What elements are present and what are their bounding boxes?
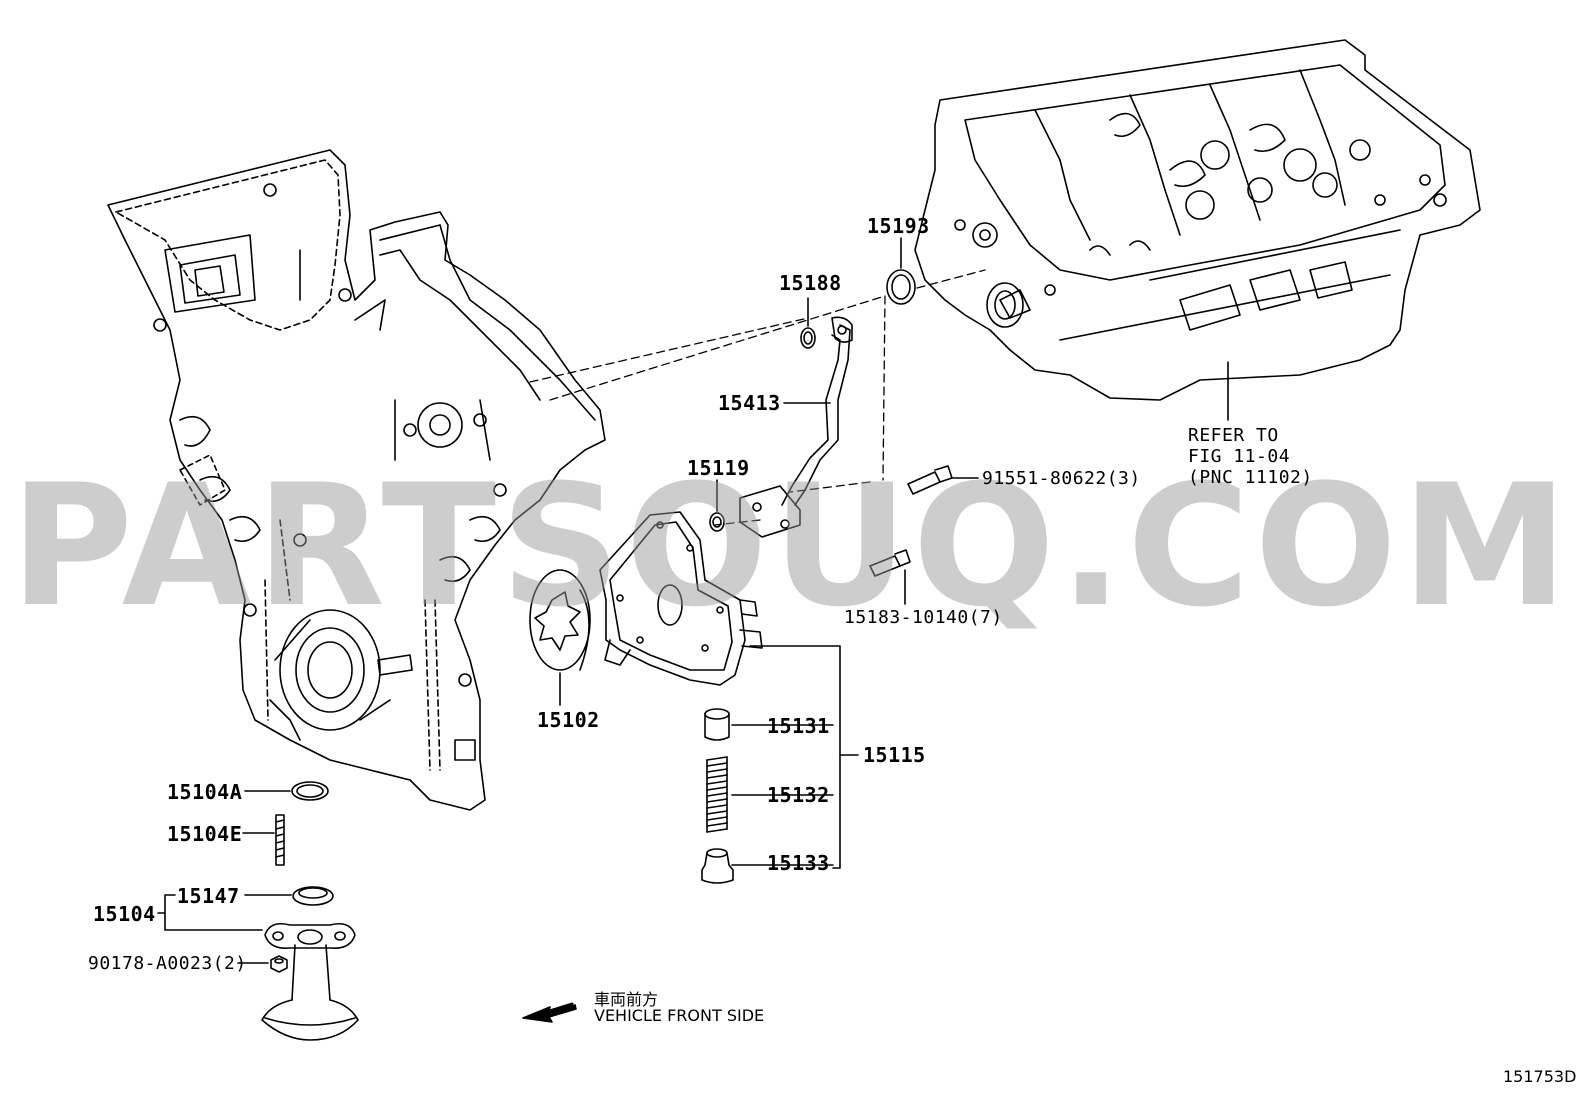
gasket-15147 xyxy=(292,886,334,906)
o-ring-15193 xyxy=(886,269,916,305)
label-15104E[interactable]: 15104E xyxy=(167,822,243,846)
direction-note-english: VEHICLE FRONT SIDE xyxy=(594,1006,765,1025)
stud-15104E xyxy=(275,814,285,866)
label-90178-A0023[interactable]: 90178-A0023(2) xyxy=(88,953,247,974)
direction-note-japanese: 車両前方 xyxy=(594,990,659,1009)
bolt-15183 xyxy=(869,549,911,577)
oil-tube-15413 xyxy=(739,316,853,538)
label-15104A[interactable]: 15104A xyxy=(167,780,243,804)
label-15131[interactable]: 15131 xyxy=(767,714,830,738)
label-15188[interactable]: 15188 xyxy=(779,271,842,295)
label-15413[interactable]: 15413 xyxy=(718,391,781,415)
relief-valve-spring-15132 xyxy=(706,756,728,833)
label-15147[interactable]: 15147 xyxy=(177,884,240,908)
o-ring-15188 xyxy=(800,327,816,349)
label-15119[interactable]: 15119 xyxy=(687,456,750,480)
label-15104[interactable]: 15104 xyxy=(93,902,156,926)
nut-90178 xyxy=(270,955,288,973)
refer-note-line-2: FIG 11-04 xyxy=(1188,446,1291,467)
label-15132[interactable]: 15132 xyxy=(767,783,830,807)
arrow-icon xyxy=(522,1002,577,1023)
timing-chain-cover xyxy=(107,149,606,811)
oil-pump-rotor-15102 xyxy=(529,569,591,671)
relief-valve-plug-15133 xyxy=(701,848,734,884)
watermark: PARTSOUQ.COM xyxy=(10,448,1573,644)
oil-pump-body xyxy=(599,511,763,686)
label-91551-80622[interactable]: 91551-80622(3) xyxy=(982,468,1141,489)
diagram-code: 151753D xyxy=(1503,1067,1577,1086)
assembly-lines xyxy=(529,269,986,526)
label-15193[interactable]: 15193 xyxy=(867,214,930,238)
refer-note: REFER TO FIG 11-04 (PNC 11102) xyxy=(1188,425,1313,488)
label-15133[interactable]: 15133 xyxy=(767,851,830,875)
oil-strainer-15104 xyxy=(261,922,359,1041)
bolt-91551 xyxy=(907,465,953,495)
o-ring-15119 xyxy=(709,512,725,532)
refer-note-line-3: (PNC 11102) xyxy=(1188,467,1313,488)
label-15183-10140[interactable]: 15183-10140(7) xyxy=(844,607,1003,628)
cylinder-block xyxy=(914,39,1481,401)
relief-valve-plunger-15131 xyxy=(704,708,730,741)
bracket-15104 xyxy=(157,894,263,931)
label-15115[interactable]: 15115 xyxy=(863,743,926,767)
refer-note-line-1: REFER TO xyxy=(1188,425,1279,446)
gasket-15104A xyxy=(291,781,329,801)
label-15102[interactable]: 15102 xyxy=(537,708,600,732)
bracket-15115 xyxy=(731,645,859,869)
